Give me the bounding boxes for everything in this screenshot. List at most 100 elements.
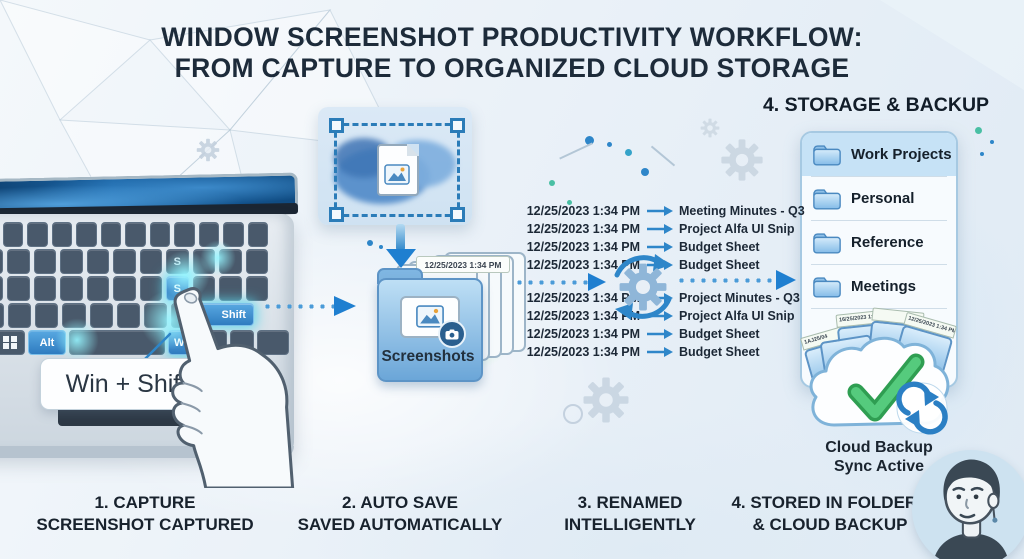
- dotted-arrow: [676, 277, 776, 284]
- key: [33, 249, 56, 274]
- step-4-subtitle: & CLOUD BACKUP: [752, 515, 908, 534]
- folder-row-meetings: Meetings: [802, 265, 956, 308]
- file-name: Budget Sheet: [679, 327, 760, 341]
- key: [27, 222, 48, 247]
- arrow-right-icon: [647, 206, 673, 216]
- step-2-subtitle: SAVED AUTOMATICALLY: [297, 515, 503, 534]
- key: [35, 303, 59, 328]
- windows-logo-icon: [3, 335, 17, 350]
- gear-icon: [700, 118, 720, 138]
- arrow-right-icon: [647, 242, 673, 252]
- page-title: WINDOW SCREENSHOT PRODUCTIVITY WORKFLOW:…: [0, 22, 1024, 84]
- key: [139, 249, 162, 274]
- marquee-handle: [450, 118, 465, 133]
- folder-label: Work Projects: [851, 146, 952, 163]
- key: [245, 249, 268, 274]
- key: [60, 276, 83, 301]
- circle-deco: [563, 404, 583, 424]
- key: [0, 276, 3, 301]
- deco-dot: [549, 180, 555, 186]
- step-1-title: 1. CAPTURE: [94, 493, 196, 512]
- arrow-right-icon: [647, 329, 673, 339]
- file-timestamp: 12/25/2023 1:34 PM: [526, 204, 640, 218]
- folder-icon: [812, 231, 842, 255]
- folder-label: Personal: [851, 190, 915, 207]
- timestamp-tab: 12/25/2023 1:34 PM: [416, 256, 510, 273]
- selection-marquee: [329, 118, 465, 222]
- file-name: Project Minutes - Q3: [679, 291, 800, 305]
- step-3-subtitle: INTELLIGENTLY: [564, 515, 696, 534]
- key: [7, 249, 30, 274]
- title-line-2: FROM CAPTURE TO ORGANIZED CLOUD STORAGE: [174, 53, 850, 83]
- person-illustration: [934, 459, 1009, 559]
- screenshots-folder-label: Screenshots: [381, 348, 475, 365]
- file-name: Budget Sheet: [679, 345, 760, 359]
- folder-icon: [812, 275, 842, 299]
- pointing-hand-illustration: [171, 287, 295, 488]
- key: [100, 222, 122, 247]
- image-file-icon: [377, 144, 419, 196]
- camera-icon: [438, 320, 466, 348]
- key: [0, 249, 3, 274]
- arrow-head: [334, 296, 356, 316]
- step-label-4: 4. STORED IN FOLDERS & CLOUD BACKUP: [728, 492, 932, 536]
- rename-row: 12/25/2023 1:34 PM Meeting Minutes - Q3: [524, 202, 805, 220]
- key: [86, 249, 109, 274]
- key: [116, 303, 140, 328]
- key-windows: [0, 330, 25, 355]
- storage-heading: 4. STORAGE & BACKUP: [762, 94, 990, 116]
- title-line-1: WINDOW SCREENSHOT PRODUCTIVITY WORKFLOW:: [161, 22, 863, 52]
- sync-icon: [896, 381, 948, 435]
- gear-icon: [582, 376, 630, 424]
- key: [76, 222, 97, 247]
- keyboard-row: S: [0, 249, 268, 274]
- down-arrow: [396, 224, 405, 251]
- key: [51, 222, 73, 247]
- folder-icon: [812, 143, 842, 167]
- file-name: Meeting Minutes - Q3: [679, 204, 805, 218]
- key: [113, 249, 136, 274]
- file-name: Project Alfa UI Snip: [679, 309, 795, 323]
- deco-dot: [607, 142, 612, 147]
- key: [149, 222, 171, 247]
- folder-label: Meetings: [851, 278, 917, 295]
- step-2-title: 2. AUTO SAVE: [342, 493, 458, 512]
- deco-dot: [975, 127, 982, 134]
- folder-icon: [812, 187, 842, 211]
- file-name: Budget Sheet: [679, 258, 760, 272]
- key: [7, 276, 30, 301]
- cloud-status-line-1: Cloud Backup: [825, 439, 933, 456]
- step-4-title: 4. STORED IN FOLDERS: [731, 493, 929, 512]
- divider: [811, 176, 947, 177]
- deco-dot: [990, 140, 994, 144]
- deco-dot: [585, 136, 594, 145]
- key: [192, 249, 215, 274]
- processing-gear-icon: [614, 254, 672, 320]
- file-name: Project Alfa UI Snip: [679, 222, 795, 236]
- marquee-handle: [329, 118, 344, 133]
- timestamp-tab-text: 12/25/2023 1:34 PM: [424, 259, 502, 270]
- key-alt-highlighted: Alt: [28, 330, 66, 355]
- key: [62, 303, 86, 328]
- file-timestamp: 12/25/2023 1:34 PM: [526, 327, 640, 341]
- deco-dot: [980, 152, 984, 156]
- folder-row-work-projects: Work Projects: [802, 133, 956, 176]
- key: [174, 222, 195, 247]
- folder-row-reference: Reference: [802, 221, 956, 264]
- file-timestamp: 12/25/2023 1:34 PM: [526, 222, 640, 236]
- file-timestamp: 12/25/2023 1:34 PM: [526, 345, 640, 359]
- marquee-handle: [329, 207, 344, 222]
- dotted-arrow: [514, 279, 588, 286]
- key: [60, 249, 83, 274]
- arrow-right-icon: [647, 347, 673, 357]
- step-label-1: 1. CAPTURE SCREENSHOT CAPTURED: [20, 492, 270, 536]
- deco-dot: [567, 200, 572, 205]
- cloud-backup-icon: [809, 336, 950, 435]
- avatar: [912, 450, 1024, 559]
- step-1-subtitle: SCREENSHOT CAPTURED: [36, 515, 254, 534]
- key: [247, 222, 269, 247]
- step-label-3: 3. RENAMED INTELLIGENTLY: [540, 492, 720, 536]
- key: [86, 276, 109, 301]
- key: [223, 222, 244, 247]
